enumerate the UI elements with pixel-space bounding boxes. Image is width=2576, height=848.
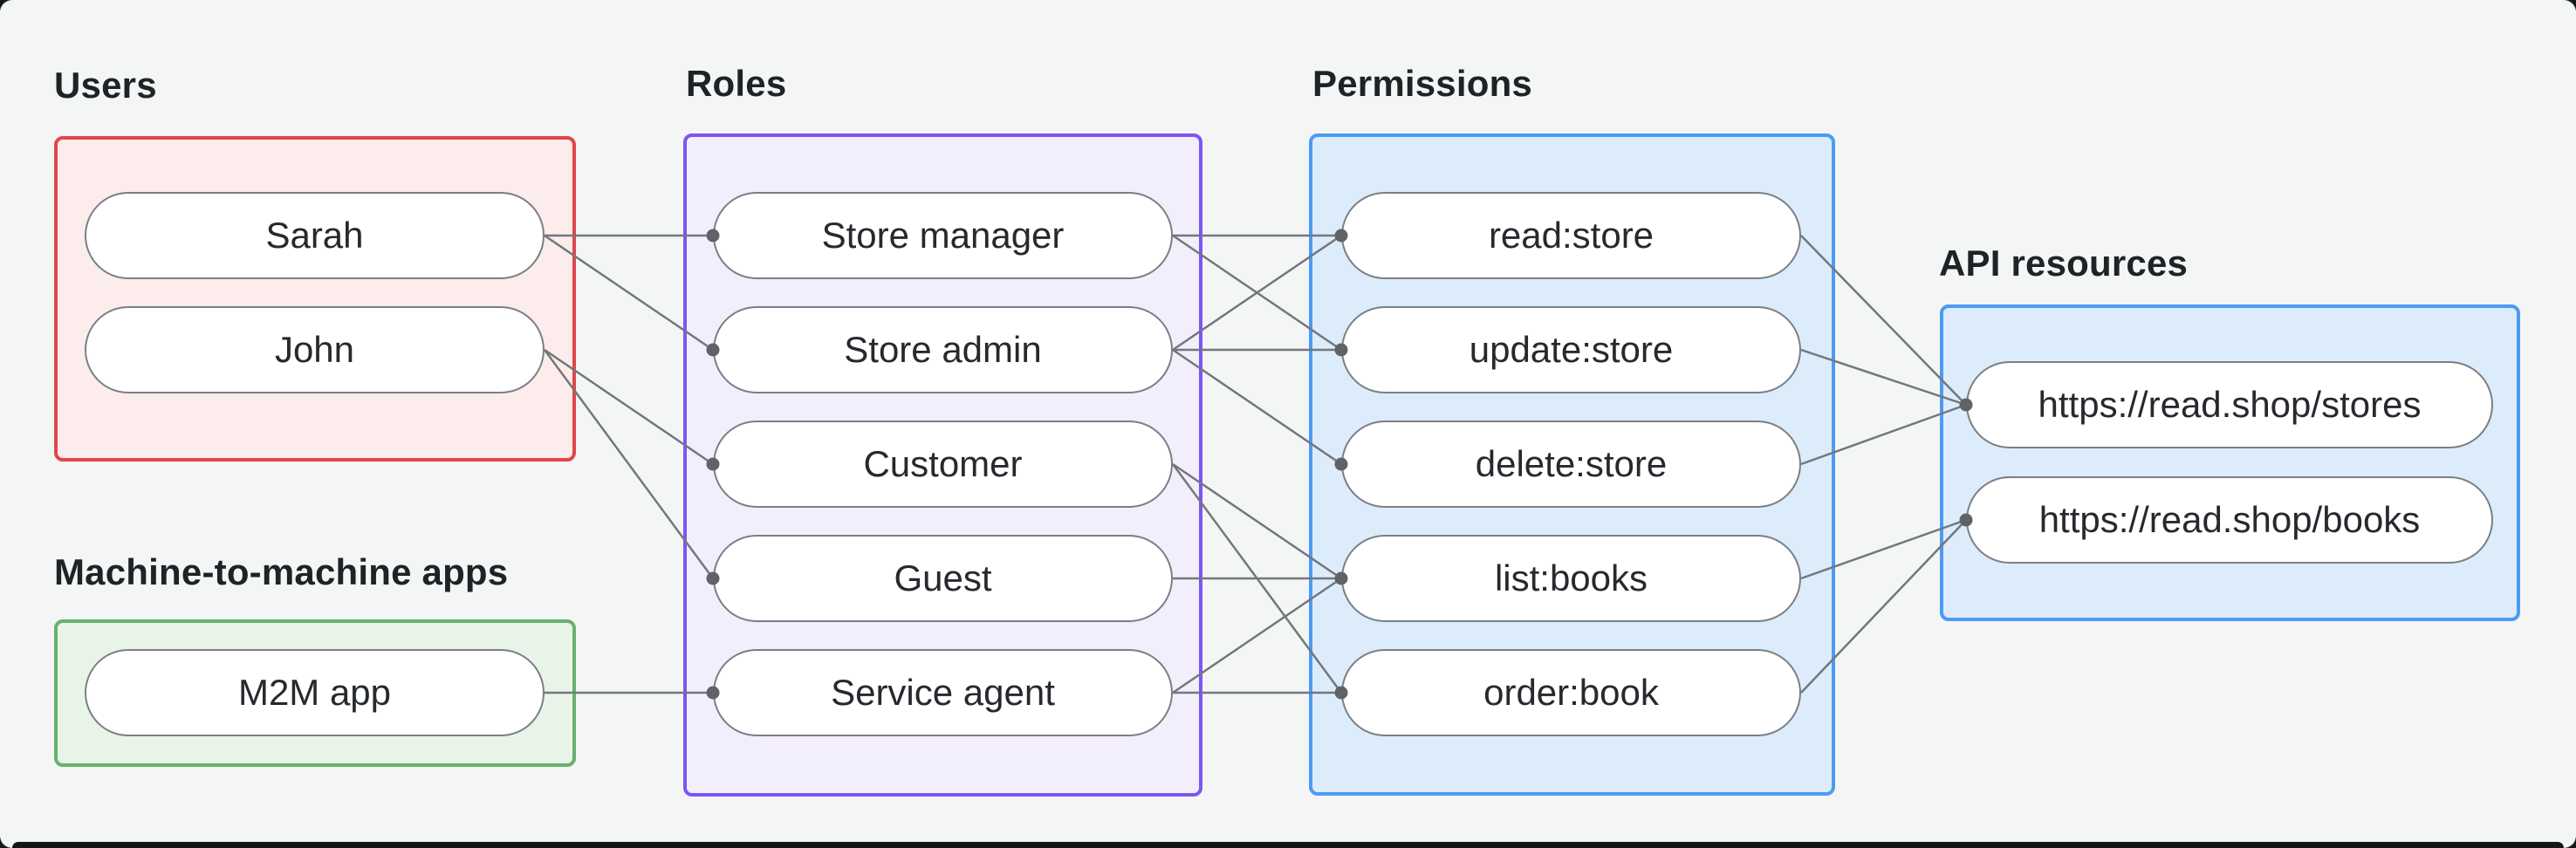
node-store-manager: Store manager [713, 192, 1173, 279]
group-box-api-resources [1940, 304, 2520, 621]
node-john: John [85, 306, 545, 393]
group-title-api-resources: API resources [1939, 243, 2189, 284]
node-customer: Customer [713, 421, 1173, 508]
node-read-store: read:store [1341, 192, 1801, 279]
node-update-store: update:store [1341, 306, 1801, 393]
node-label-update-store: update:store [1469, 329, 1674, 370]
node-label-read-store: read:store [1488, 215, 1655, 256]
node-label-john: John [274, 329, 355, 370]
node-label-sarah: Sarah [265, 215, 364, 256]
node-books: https://read.shop/books [1966, 476, 2493, 564]
group-title-machine-to-machine-apps: Machine-to-machine apps [54, 551, 509, 592]
node-store-admin: Store admin [713, 306, 1173, 393]
node-list-books: list:books [1341, 535, 1801, 622]
bottom-bar [12, 842, 2564, 848]
group-title-users: Users [54, 65, 157, 106]
node-service-agent: Service agent [713, 649, 1173, 736]
group-title-permissions: Permissions [1312, 63, 1532, 104]
group-box-users [54, 136, 576, 462]
node-label-guest: Guest [894, 557, 992, 598]
group-title-roles: Roles [686, 63, 787, 104]
node-m2m-app: M2M app [85, 649, 545, 736]
node-label-customer: Customer [863, 443, 1023, 484]
node-label-stores: https://read.shop/stores [2038, 384, 2422, 425]
node-delete-store: delete:store [1341, 421, 1801, 508]
node-label-list-books: list:books [1494, 557, 1648, 598]
node-label-delete-store: delete:store [1475, 443, 1668, 484]
node-label-m2m-app: M2M app [237, 672, 392, 713]
node-label-store-admin: Store admin [844, 329, 1042, 370]
node-label-store-manager: Store manager [821, 215, 1065, 256]
node-label-service-agent: Service agent [831, 672, 1055, 713]
node-stores: https://read.shop/stores [1966, 361, 2493, 448]
node-label-order-book: order:book [1483, 672, 1659, 713]
node-label-books: https://read.shop/books [2038, 499, 2421, 540]
node-order-book: order:book [1341, 649, 1801, 736]
node-sarah: Sarah [85, 192, 545, 279]
node-guest: Guest [713, 535, 1173, 622]
